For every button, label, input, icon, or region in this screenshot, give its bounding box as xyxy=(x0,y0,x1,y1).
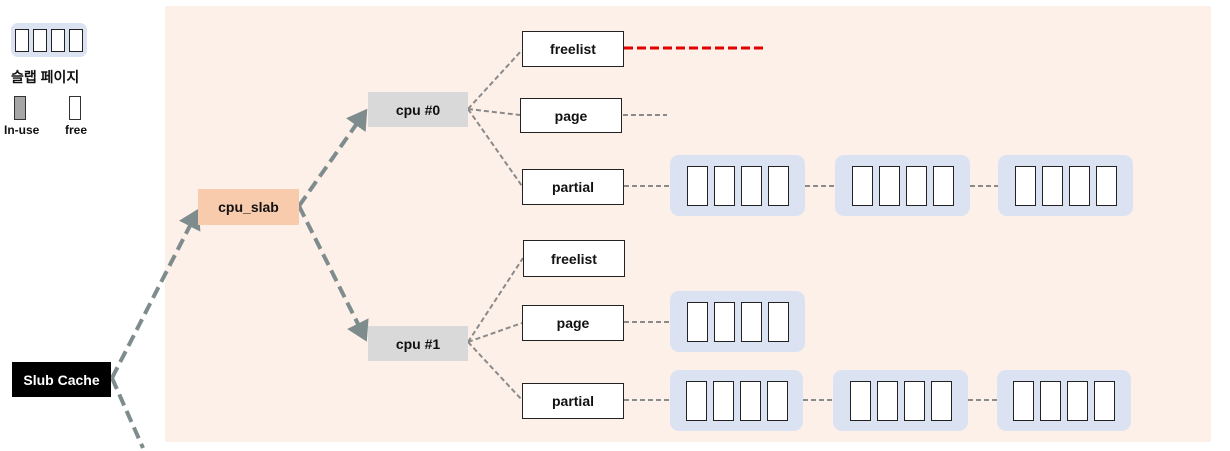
line-slubcache-down xyxy=(110,377,145,449)
arrow-slubcache-cpuslab xyxy=(110,208,201,379)
legend-free-label: free xyxy=(65,123,88,137)
cpu0-partial: partial xyxy=(522,169,624,205)
cpu-slab-node: cpu_slab xyxy=(198,189,299,225)
cpu0-node: cpu #0 xyxy=(368,92,468,127)
cpu1-partial-slab-1 xyxy=(670,370,803,431)
cpu0-page: page xyxy=(520,98,622,133)
legend-slab-page xyxy=(11,23,87,57)
cpu0-partial-slab-3 xyxy=(998,155,1133,216)
legend-page-label: 슬랩 페이지 xyxy=(11,69,80,85)
cpu0-freelist: freelist xyxy=(522,31,624,67)
cpu0-partial-slab-2 xyxy=(835,155,970,216)
cpu1-page: page xyxy=(522,305,624,341)
cpu1-partial: partial xyxy=(522,383,624,419)
legend-free-swatch xyxy=(69,96,81,120)
slub-cache-node: Slub Cache xyxy=(12,362,111,397)
cpu1-partial-slab-3 xyxy=(997,370,1131,431)
legend-inuse-label: In-use xyxy=(4,123,40,137)
legend-inuse-swatch xyxy=(14,96,26,120)
arrow-cpuslab-cpu1 xyxy=(297,205,369,342)
cpu1-freelist: freelist xyxy=(523,240,625,277)
cpu1-node: cpu #1 xyxy=(368,326,468,361)
arrow-cpuslab-cpu0 xyxy=(297,108,368,208)
cpu1-partial-slab-2 xyxy=(833,370,968,431)
cpu0-partial-slab-1 xyxy=(670,155,805,216)
cpu1-page-slab xyxy=(670,291,805,352)
background-panel xyxy=(165,6,1211,442)
